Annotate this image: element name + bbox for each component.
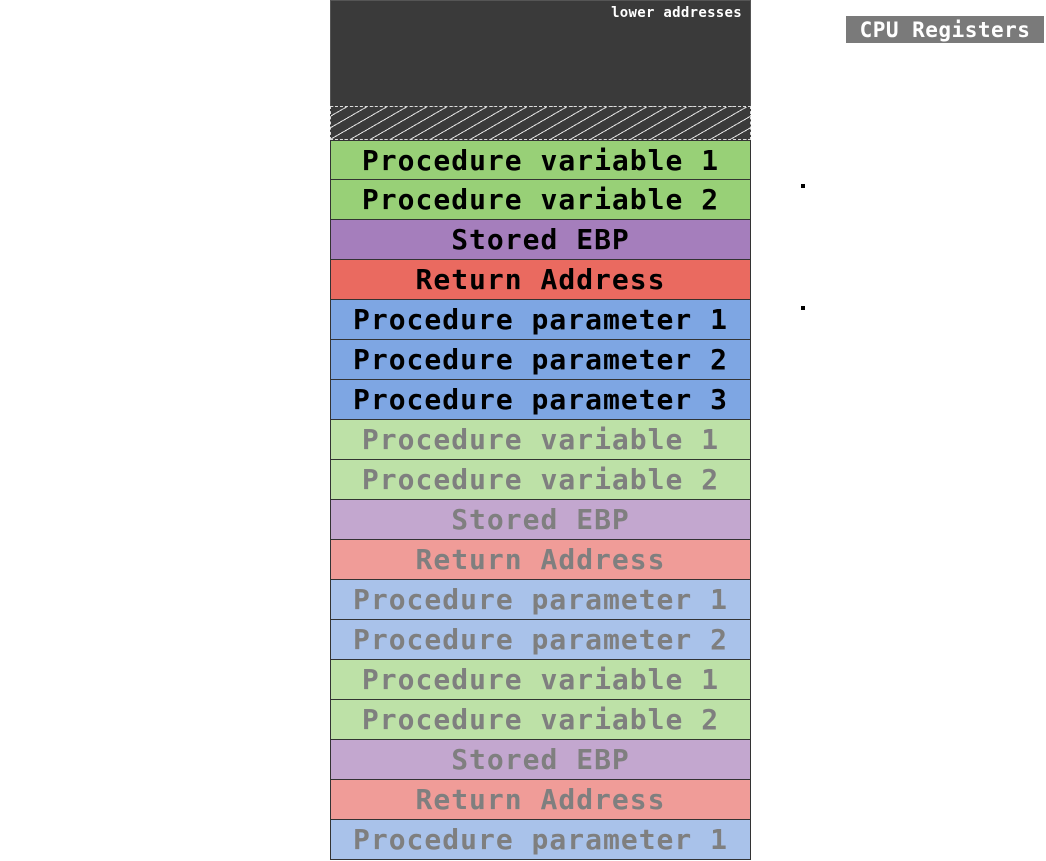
stack-cell: Stored EBP	[330, 500, 751, 540]
stack-cell: Return Address	[330, 780, 751, 820]
stack-cell: Procedure variable 2	[330, 180, 751, 220]
register-pointer-dot	[801, 184, 805, 188]
stack-cell: Procedure parameter 1	[330, 580, 751, 620]
stack-cell: Procedure parameter 3	[330, 380, 751, 420]
stack-cell: Procedure variable 2	[330, 700, 751, 740]
stack-cell: Procedure variable 2	[330, 460, 751, 500]
stack-free-space	[330, 106, 751, 140]
stack-cell: Procedure parameter 2	[330, 620, 751, 660]
register-pointer-dot	[801, 306, 805, 310]
lower-addresses-label: lower addresses	[611, 5, 742, 21]
cpu-registers-title: CPU Registers	[846, 16, 1044, 43]
stack-cell: Procedure variable 1	[330, 660, 751, 700]
stack-unused-region: lower addresses	[330, 0, 751, 106]
stack-cell: Return Address	[330, 260, 751, 300]
stack-cell: Return Address	[330, 540, 751, 580]
stack-cell: Procedure variable 1	[330, 140, 751, 180]
stack-cell: Procedure variable 1	[330, 420, 751, 460]
stack-cell: Procedure parameter 2	[330, 340, 751, 380]
stack-cell: Procedure parameter 1	[330, 820, 751, 860]
stack-cell: Stored EBP	[330, 220, 751, 260]
stack-cell: Stored EBP	[330, 740, 751, 780]
stack-cell: Procedure parameter 1	[330, 300, 751, 340]
